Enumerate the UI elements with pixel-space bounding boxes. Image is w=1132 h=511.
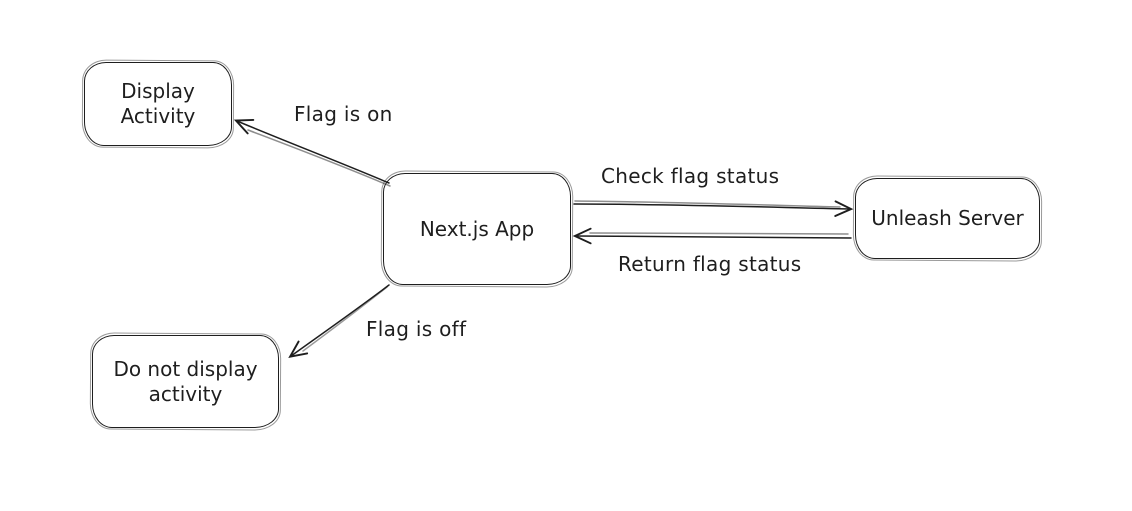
node-nextjs-app-label: Next.js App <box>419 216 535 241</box>
node-unleash-server-label: Unleash Server <box>871 206 1024 230</box>
edge-label-check-flag-status: Check flag status <box>601 164 780 188</box>
node-display-activity-label-line2: Activity <box>120 104 196 128</box>
edge-check-flag-status <box>573 200 850 209</box>
node-display-activity: Display Activity <box>84 62 232 146</box>
edge-return-flag-status <box>576 233 852 238</box>
edge-label-flag-off: Flag is off <box>366 317 467 341</box>
edge-label-return-flag-status: Return flag status <box>618 252 802 276</box>
node-do-not-display-label-line2: activity <box>148 381 223 406</box>
edge-label-flag-on: Flag is on <box>294 102 393 126</box>
node-unleash-server: Unleash Server <box>855 178 1040 259</box>
node-nextjs-app: Next.js App <box>383 173 571 285</box>
edge-flag-on <box>237 121 391 187</box>
node-do-not-display-activity: Do not display activity <box>92 335 279 428</box>
node-display-activity-label-line1: Display <box>121 79 195 103</box>
node-do-not-display-label-line1: Do not display <box>113 356 258 381</box>
